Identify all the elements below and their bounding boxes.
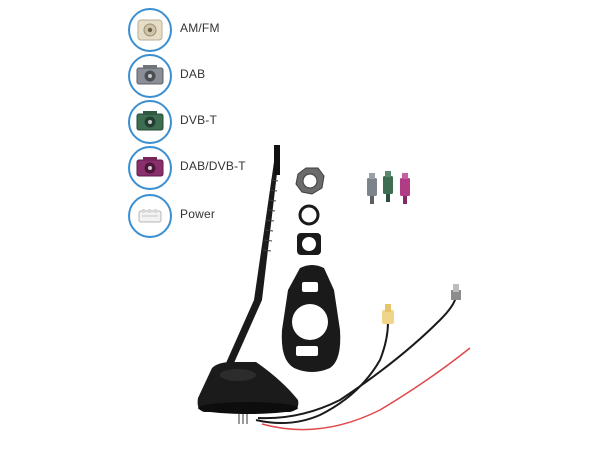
legend-label: DAB	[180, 67, 206, 81]
legend-item-dvb-t: DVB-T	[128, 100, 308, 144]
antenna-cables	[255, 295, 471, 431]
adapter-connector-dvb-t	[383, 171, 393, 202]
am-fm-connector-icon	[128, 8, 172, 52]
o-ring	[298, 204, 320, 226]
legend-label: DAB/DVB-T	[180, 159, 246, 173]
legend-item-am-fm: AM/FM	[128, 8, 308, 52]
adapter-connector-dab-dvb-t	[400, 173, 410, 204]
power-connector-icon	[128, 194, 172, 238]
rubber-gasket	[281, 265, 341, 372]
legend-item-dab-dvb-t: DAB/DVB-T	[128, 146, 308, 190]
square-washer	[297, 233, 321, 255]
legend-label: AM/FM	[180, 21, 220, 35]
legend-label: DVB-T	[180, 113, 217, 127]
mounting-screws	[238, 414, 248, 424]
legend-item-power: Power	[128, 194, 308, 238]
dab-connector-icon	[128, 54, 172, 98]
dvb-t-connector-icon	[128, 100, 172, 144]
antenna-base	[197, 362, 299, 414]
dab-dvb-t-connector-icon	[128, 146, 172, 190]
antenna-mast	[222, 145, 280, 372]
legend-label: Power	[180, 207, 216, 221]
legend-item-dab: DAB	[128, 54, 308, 98]
connector-legend: AM/FM DAB DVB-T	[0, 0, 300, 240]
cable-connectors	[382, 284, 461, 324]
hex-nut	[295, 167, 325, 195]
adapter-connector-dab	[367, 173, 377, 204]
